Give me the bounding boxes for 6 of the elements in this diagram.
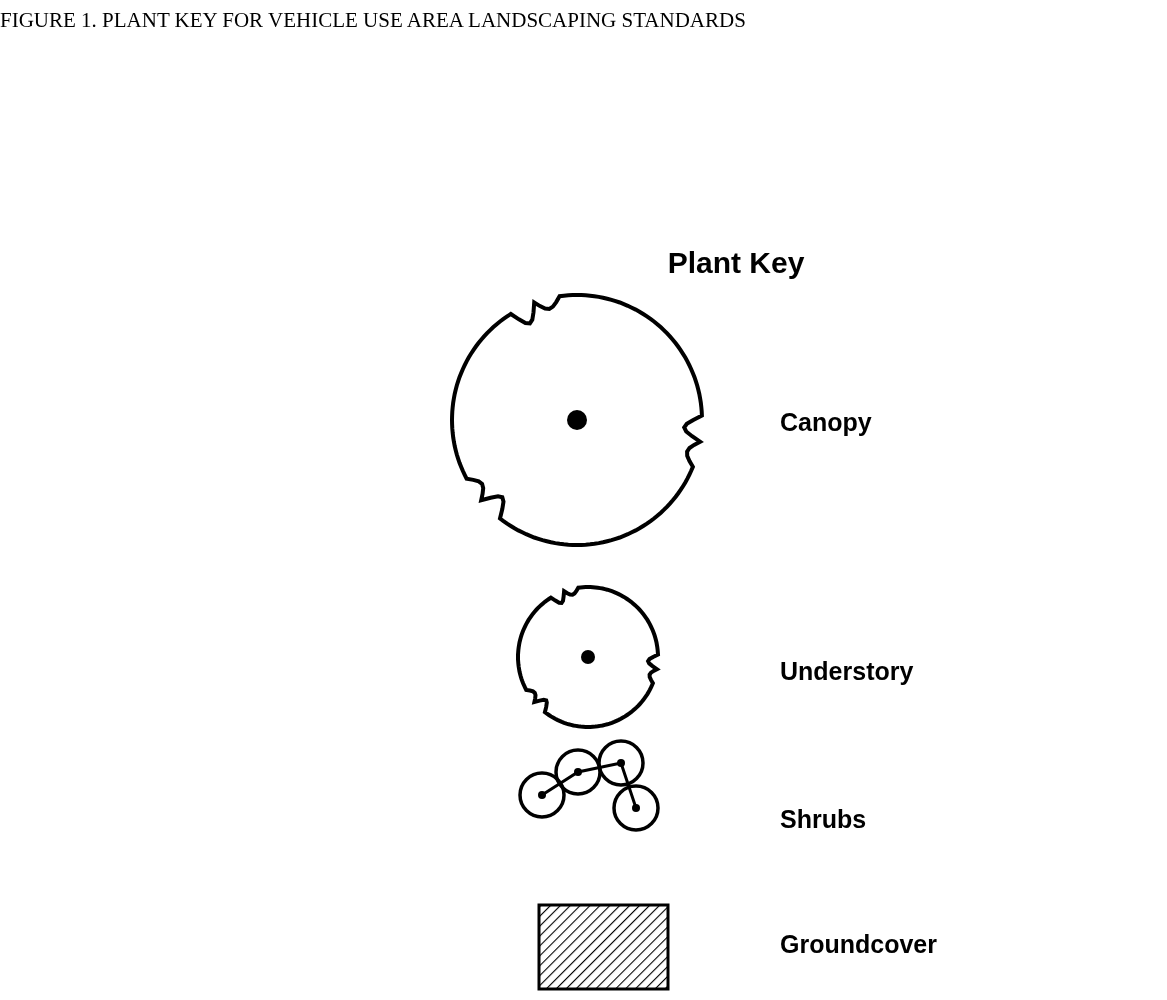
legend-label: Groundcover: [780, 930, 937, 959]
legend-label: Canopy: [780, 408, 872, 437]
legend-label: Understory: [780, 657, 914, 686]
figure-title: FIGURE 1. PLANT KEY FOR VEHICLE USE AREA LANDSCAPING STANDARDS: [0, 8, 746, 33]
key-heading: Plant Key: [667, 246, 805, 280]
legend-label: Shrubs: [780, 805, 867, 834]
